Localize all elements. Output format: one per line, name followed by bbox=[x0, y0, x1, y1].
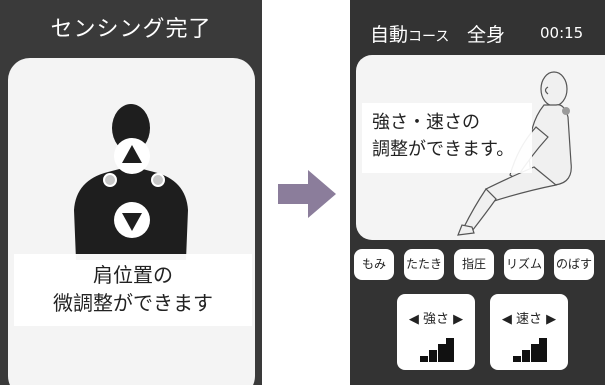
adjust-screen: 自動コース 全身 00:15 bbox=[350, 0, 605, 385]
caption-line-2: 微調整ができます bbox=[53, 291, 213, 315]
strength-adjust-button[interactable]: ◀ 強さ ▶ bbox=[397, 294, 475, 370]
adjust-caption-line-2: 調整ができます。 bbox=[372, 139, 515, 160]
adjust-panel: 強さ・速さの 調整ができます。 bbox=[356, 55, 605, 240]
adjust-caption-line-1: 強さ・速さの bbox=[372, 112, 480, 133]
sensing-caption: 肩位置の 微調整ができます bbox=[14, 254, 252, 326]
course-mode: 自動コース bbox=[370, 20, 449, 47]
course-mode-kanji: 自動 bbox=[370, 24, 409, 46]
shoulder-markers bbox=[103, 173, 165, 187]
technique-button-tataki[interactable]: たたき bbox=[404, 249, 444, 280]
caption-line-1: 肩位置の bbox=[93, 263, 173, 287]
down-arrow-icon bbox=[122, 213, 142, 231]
adjust-caption: 強さ・速さの 調整ができます。 bbox=[362, 103, 532, 173]
adjust-header: 自動コース 全身 00:15 bbox=[350, 0, 605, 56]
right-shoulder-dot bbox=[151, 173, 165, 187]
neck-sensor-dot bbox=[562, 107, 570, 115]
timer-readout: 00:15 bbox=[540, 24, 584, 42]
shoulder-down-button[interactable] bbox=[112, 200, 152, 240]
speed-level-bars-icon bbox=[513, 338, 547, 362]
body-area-label: 全身 bbox=[467, 24, 506, 46]
speed-label: ◀ 速さ ▶ bbox=[501, 312, 557, 327]
sensing-title: センシング完了 bbox=[50, 17, 212, 42]
strength-label: ◀ 強さ ▶ bbox=[408, 312, 464, 327]
technique-button-nobasu[interactable]: のばす bbox=[554, 249, 594, 280]
next-step-arrow-icon bbox=[278, 170, 336, 218]
technique-button-rhythm[interactable]: リズム bbox=[504, 249, 544, 280]
left-shoulder-dot bbox=[103, 173, 117, 187]
sensing-screen: センシング完了 肩位置の 微調整ができます bbox=[0, 0, 262, 385]
shoulder-up-button[interactable] bbox=[112, 136, 152, 176]
up-arrow-icon bbox=[122, 145, 142, 163]
technique-button-shiatsu[interactable]: 指圧 bbox=[454, 249, 494, 280]
technique-button-momi[interactable]: もみ bbox=[354, 249, 394, 280]
technique-buttons: もみ たたき 指圧 リズム のばす bbox=[350, 249, 605, 281]
strength-level-bars-icon bbox=[420, 338, 454, 362]
course-mode-suffix: コース bbox=[408, 29, 450, 45]
speed-adjust-button[interactable]: ◀ 速さ ▶ bbox=[490, 294, 568, 370]
